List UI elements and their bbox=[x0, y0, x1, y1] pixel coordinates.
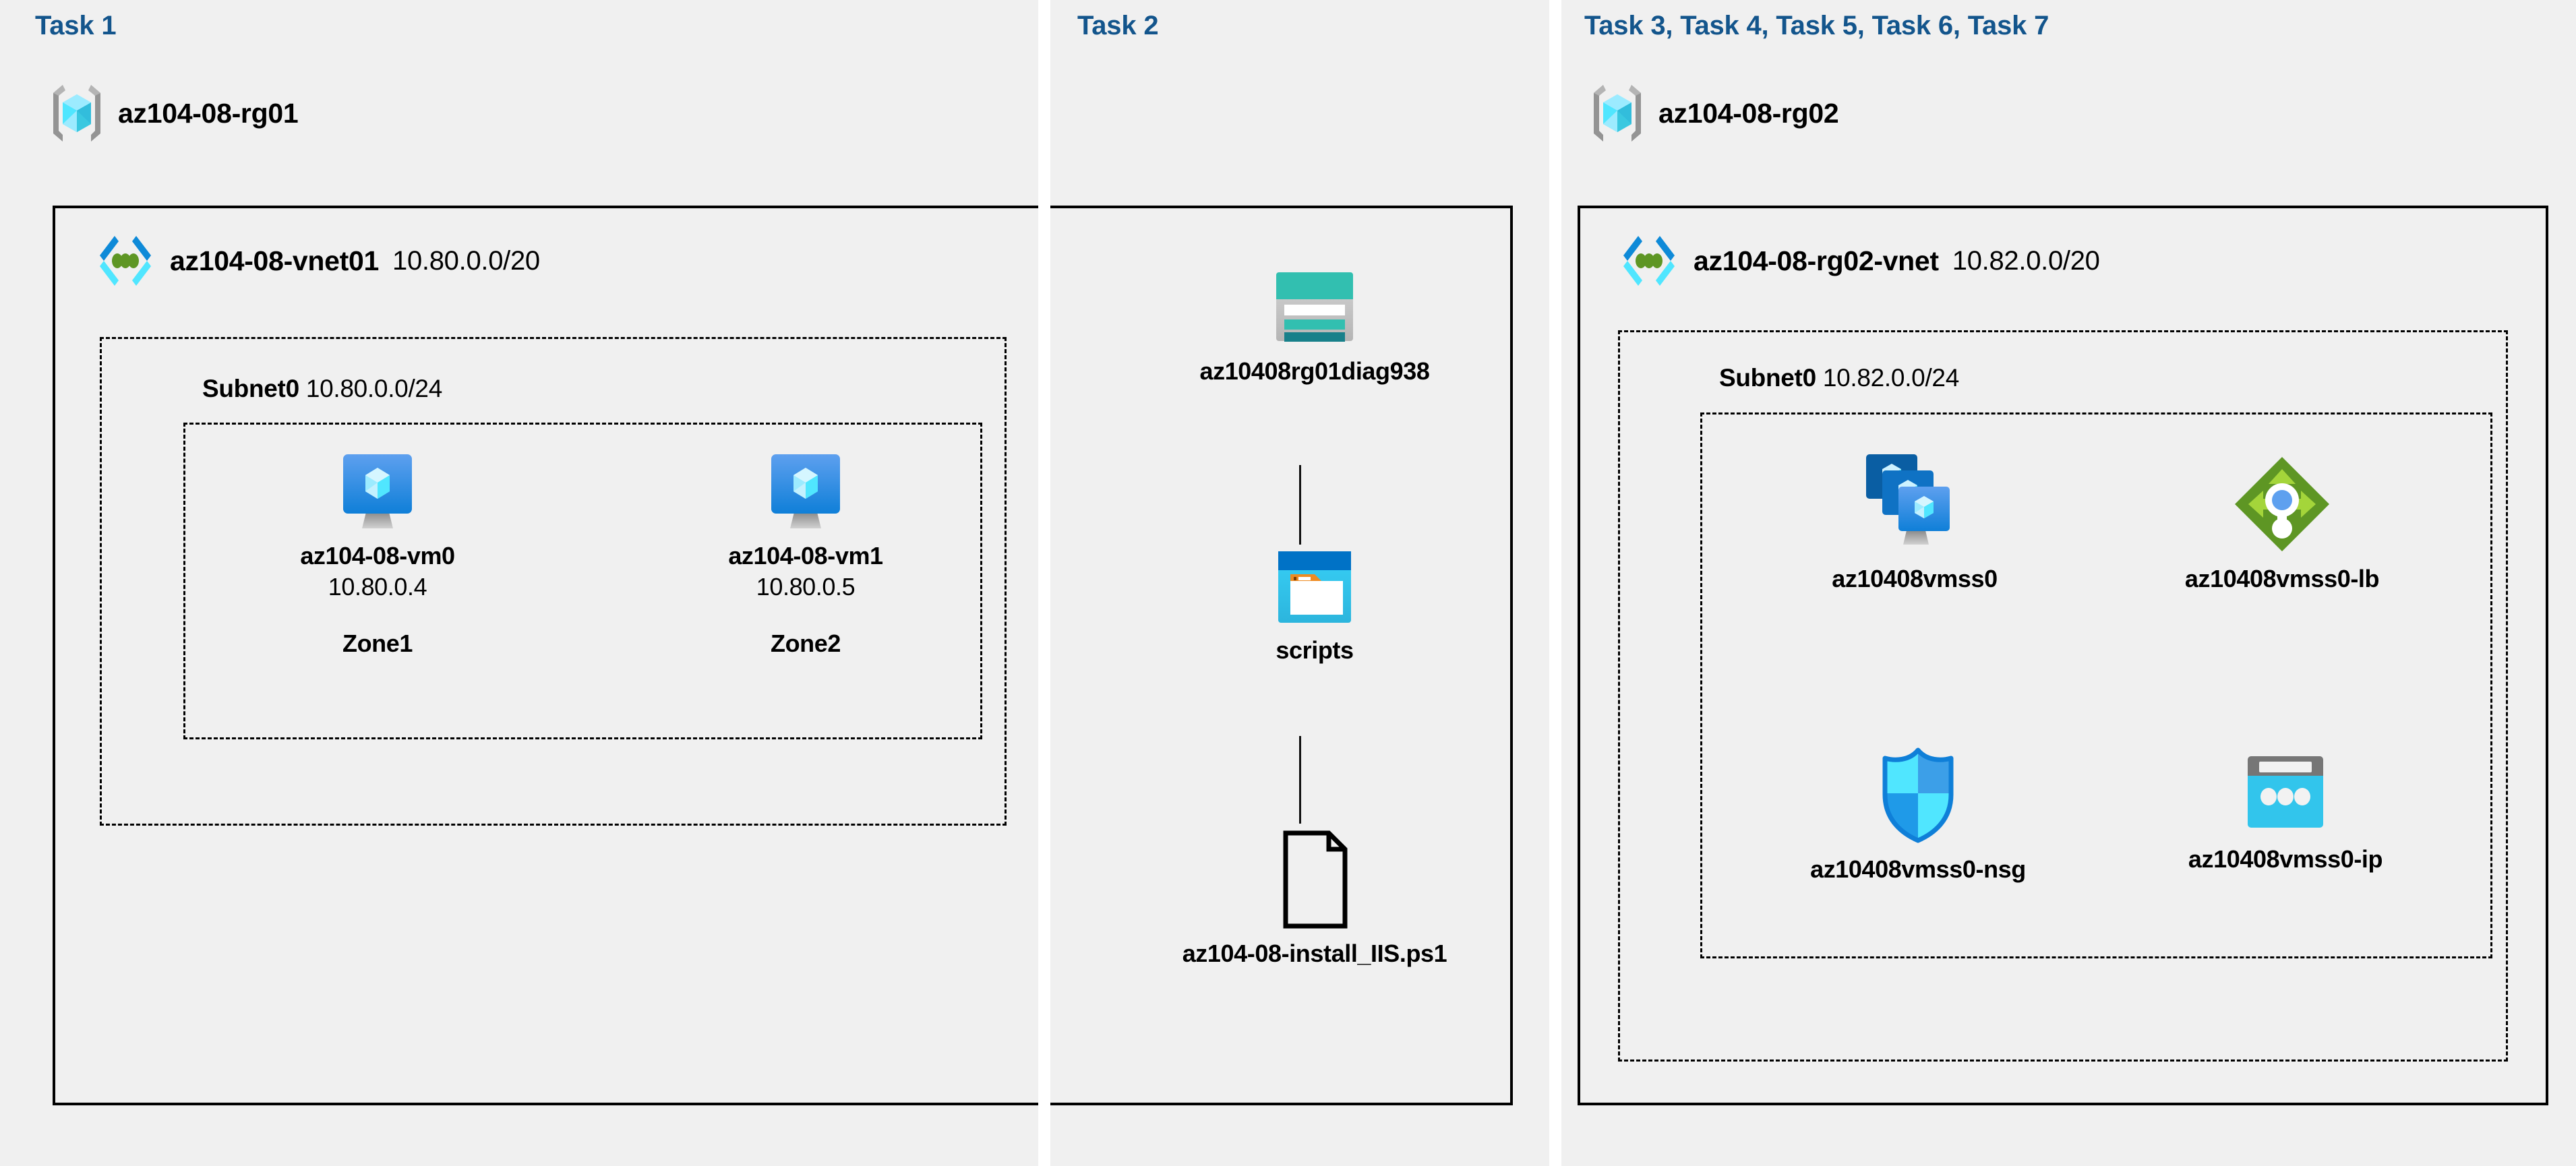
resource-group-header-rg02: az104-08-rg02 bbox=[1591, 82, 1839, 144]
storage-account-icon bbox=[1271, 268, 1358, 348]
resource-name: az10408vmss0-ip bbox=[2188, 845, 2383, 873]
resource-node-public-ip[interactable]: az10408vmss0-ip bbox=[2144, 754, 2427, 873]
file-icon bbox=[1275, 829, 1354, 930]
resource-node-vmss[interactable]: az10408vmss0 bbox=[1766, 453, 2063, 593]
resource-node-storage-account[interactable]: az10408rg01diag938 bbox=[1119, 268, 1510, 386]
resource-node-vm0[interactable]: az104-08-vm0 10.80.0.4 Zone1 bbox=[263, 453, 492, 658]
resource-ip: 10.80.0.4 bbox=[328, 573, 427, 601]
network-security-group-icon bbox=[1877, 745, 1959, 846]
resource-name: az104-08-vm0 bbox=[300, 542, 455, 570]
subnet-label-task3: Subnet0 10.82.0.0/24 bbox=[1719, 364, 1959, 392]
virtual-machine-icon bbox=[340, 453, 415, 532]
subnet-boundary-task3 bbox=[1618, 330, 2508, 1062]
resource-zone: Zone2 bbox=[770, 630, 841, 657]
resource-group-icon bbox=[51, 82, 103, 144]
resource-group-icon bbox=[1591, 82, 1644, 144]
resource-node-script-file[interactable]: az104-08-install_IIS.ps1 bbox=[1079, 829, 1551, 968]
resource-group-header-rg01: az104-08-rg01 bbox=[51, 82, 299, 144]
task-panel-task3 bbox=[1561, 0, 2576, 1166]
resource-group-boundary-task3 bbox=[1700, 412, 2492, 958]
vm-group-boundary-task1 bbox=[183, 423, 982, 739]
resource-ip: 10.80.0.5 bbox=[756, 573, 856, 601]
resource-node-vm1[interactable]: az104-08-vm1 10.80.0.5 Zone2 bbox=[691, 453, 920, 658]
resource-node-blob-container[interactable]: scripts bbox=[1207, 547, 1422, 665]
resource-name: az10408vmss0-nsg bbox=[1810, 855, 2026, 883]
subnet-cidr: 10.80.0.0/24 bbox=[305, 375, 442, 402]
resource-name: az10408rg01diag938 bbox=[1199, 357, 1430, 385]
resource-name: scripts bbox=[1276, 636, 1354, 664]
vnet-cidr: 10.80.0.0/20 bbox=[392, 245, 540, 276]
subnet-cidr: 10.82.0.0/24 bbox=[1822, 364, 1959, 392]
resource-name: az104-08-vm1 bbox=[728, 542, 883, 570]
panel-gutter-left bbox=[1038, 0, 1050, 1166]
connector-storage-to-scripts bbox=[1299, 465, 1301, 545]
task-title-task3: Task 3, Task 4, Task 5, Task 6, Task 7 bbox=[1584, 11, 2049, 40]
subnet-label-task1: Subnet0 10.80.0.0/24 bbox=[202, 375, 442, 403]
vnet-boundary-vnet01 bbox=[53, 206, 1513, 1105]
vnet-cidr: 10.82.0.0/20 bbox=[1952, 245, 2100, 276]
vnet-name: az104-08-rg02-vnet bbox=[1694, 245, 1939, 276]
vnet-boundary-rg02vnet bbox=[1578, 206, 2548, 1105]
task-panel-task1 bbox=[0, 0, 1038, 1166]
resource-group-name: az104-08-rg02 bbox=[1658, 97, 1839, 129]
resource-name: az10408vmss0-lb bbox=[2184, 565, 2380, 592]
virtual-network-icon bbox=[1618, 235, 1680, 287]
resource-name: az10408vmss0 bbox=[1832, 565, 1998, 592]
resource-zone: Zone1 bbox=[342, 630, 413, 657]
connector-scripts-to-file bbox=[1299, 736, 1301, 824]
task-title-task2: Task 2 bbox=[1077, 11, 1159, 40]
vnet-header-rg02vnet: az104-08-rg02-vnet 10.82.0.0/20 bbox=[1618, 235, 2100, 287]
vnet-header-vnet01: az104-08-vnet01 10.80.0.0/20 bbox=[94, 235, 540, 287]
virtual-network-icon bbox=[94, 235, 156, 287]
subnet-name: Subnet0 bbox=[1719, 364, 1816, 392]
resource-node-load-balancer[interactable]: az10408vmss0-lb bbox=[2134, 453, 2430, 593]
public-ip-address-icon bbox=[2244, 754, 2327, 836]
panel-gutter-right bbox=[1549, 0, 1561, 1166]
resource-node-nsg[interactable]: az10408vmss0-nsg bbox=[1770, 745, 2066, 884]
vnet-name: az104-08-vnet01 bbox=[170, 245, 380, 276]
virtual-machine-icon bbox=[769, 453, 843, 532]
load-balancer-icon bbox=[2231, 453, 2333, 555]
task-title-task1: Task 1 bbox=[35, 11, 117, 40]
resource-name: az104-08-install_IIS.ps1 bbox=[1182, 940, 1447, 967]
subnet-name: Subnet0 bbox=[202, 375, 299, 402]
vm-scale-set-icon bbox=[1865, 453, 1965, 555]
blob-container-icon bbox=[1274, 547, 1355, 627]
subnet-boundary-task1 bbox=[100, 337, 1007, 826]
resource-group-name: az104-08-rg01 bbox=[118, 97, 299, 129]
